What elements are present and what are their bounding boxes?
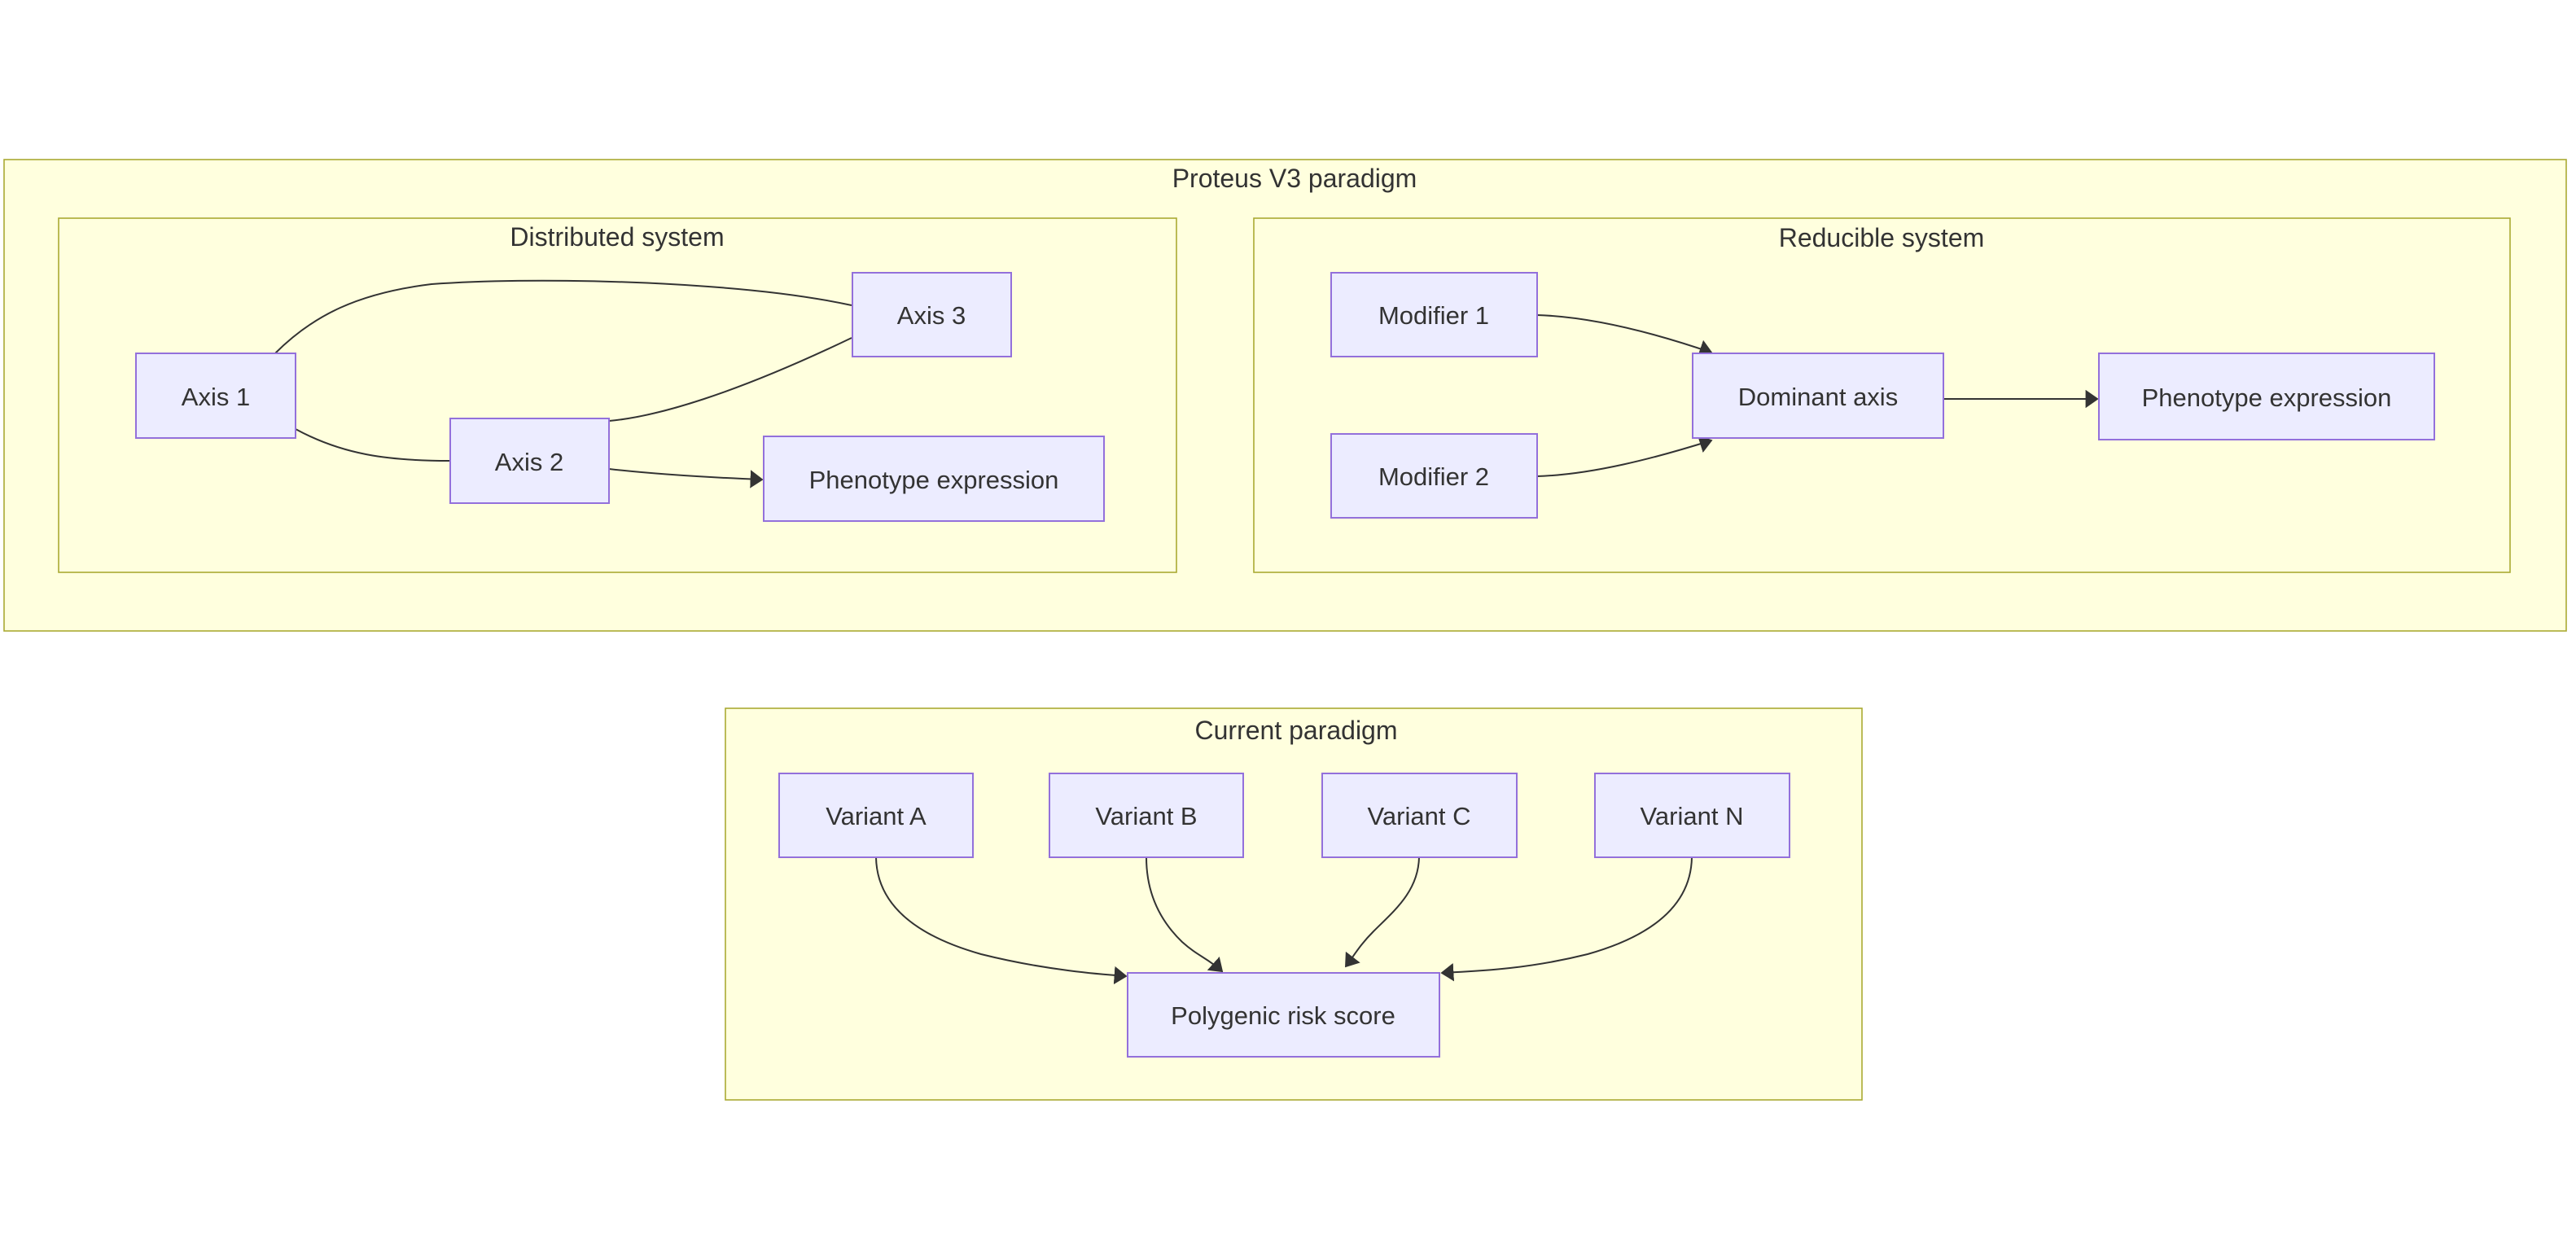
svg-text:Distributed system: Distributed system [510, 222, 724, 252]
svg-text:Axis 1: Axis 1 [182, 383, 250, 411]
svg-text:Variant A: Variant A [826, 802, 927, 830]
svg-text:Reducible system: Reducible system [1779, 223, 1985, 252]
svg-text:Variant N: Variant N [1641, 802, 1744, 830]
svg-text:Axis 2: Axis 2 [495, 448, 563, 476]
svg-text:Current paradigm: Current paradigm [1195, 716, 1398, 745]
svg-text:Variant B: Variant B [1095, 802, 1197, 830]
svg-text:Polygenic risk score: Polygenic risk score [1171, 1001, 1395, 1030]
svg-text:Modifier 1: Modifier 1 [1378, 301, 1489, 330]
svg-text:Dominant axis: Dominant axis [1738, 383, 1898, 411]
svg-text:Proteus V3 paradigm: Proteus V3 paradigm [1172, 164, 1417, 193]
svg-text:Phenotype expression: Phenotype expression [809, 466, 1059, 494]
svg-text:Modifier 2: Modifier 2 [1378, 462, 1489, 491]
svg-text:Phenotype expression: Phenotype expression [2142, 383, 2392, 412]
svg-text:Variant C: Variant C [1368, 802, 1471, 830]
svg-text:Axis 3: Axis 3 [897, 301, 966, 330]
